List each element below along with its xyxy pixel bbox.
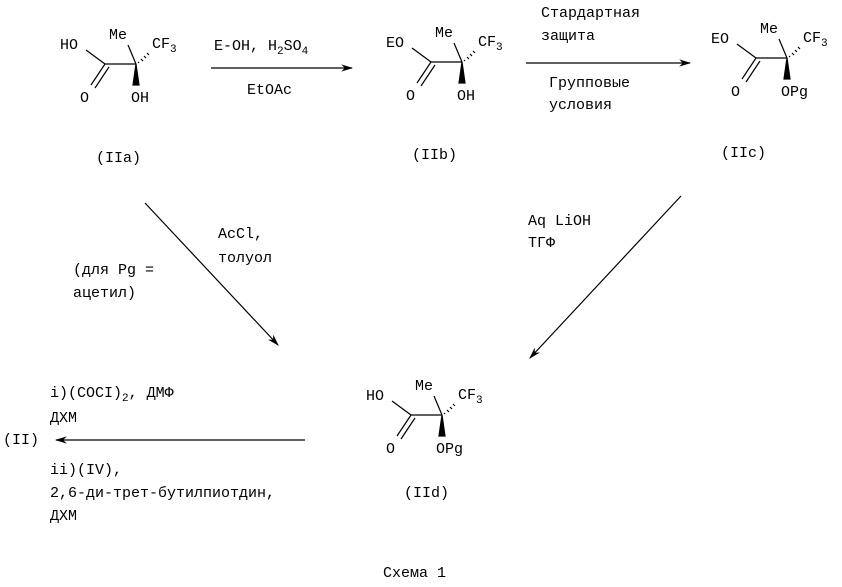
wedge-bond [459,62,465,83]
trifluoromethyl: CF3 [152,36,177,56]
arrow-a-to-d [145,203,278,345]
methyl: Me [760,21,778,38]
bond [392,401,411,415]
bond [128,45,136,64]
carbonyl-oxygen: O [80,90,89,107]
bond [742,58,756,79]
step-c-to-d-line2: ТГФ [528,235,555,252]
compound-IIa: HO Me CF3 O OH [60,27,177,107]
label-IIa: (IIa) [96,150,141,167]
step-a-to-d-reagent1: AcCl, [218,226,263,243]
bond [434,396,442,415]
step-b-to-c-top2: защита [541,28,595,45]
carbonyl-oxygen: O [386,441,395,458]
carbonyl-oxygen: O [406,88,415,105]
compound-IIc: EO Me CF3 O OPg [711,21,828,101]
bond [95,67,109,88]
step-b-to-c-bottom2: условия [549,97,612,114]
compound-IId: HO Me CF3 O OPg [366,378,483,458]
bond [91,64,105,85]
step-a-to-b-solvent: EtOAc [247,82,292,99]
acid-group: EO [386,35,404,52]
bond [417,62,431,83]
bond [401,418,415,439]
hashed-bond [464,51,475,61]
trifluoromethyl: CF3 [803,30,828,50]
product-II: (II) [3,432,39,449]
step-d-line4: 2,6-ди-трет-бутилпиотдин, [50,485,275,502]
hydroxy-group: OPg [436,441,463,458]
step-b-to-c-top1: Стардартная [541,5,640,22]
step-a-to-d-reagent2: толуол [218,250,272,267]
hashed-bond [138,53,149,63]
compound-IIb: EO Me CF3 O OH [386,25,503,105]
hydroxy-group: OH [457,88,475,105]
bond [737,44,756,58]
scheme-caption: Схема 1 [383,565,446,582]
label-IId: (IId) [404,485,449,502]
step-a-to-d-cond2: ацетил) [73,285,136,302]
bond [421,65,435,86]
methyl: Me [415,378,433,395]
bond [86,50,105,64]
hydroxy-group: OH [131,90,149,107]
step-a-to-d-cond1: (для Pg = [73,262,154,279]
bond [746,61,760,82]
bond [454,43,462,62]
carbonyl-oxygen: O [731,84,740,101]
acid-group: EO [711,31,729,48]
label-IIc: (IIc) [721,145,766,162]
acid-group: HO [60,37,78,54]
step-d-line1: i)(COCI)2, ДМФ [50,385,174,405]
trifluoromethyl: CF3 [458,387,483,407]
wedge-bond [784,58,790,79]
label-IIb: (IIb) [412,147,457,164]
step-b-to-c-bottom1: Групповые [549,75,630,92]
step-a-to-b-reagent: E-OH, H2SO4 [214,38,309,58]
hashed-bond [789,47,800,57]
wedge-bond [133,64,139,85]
bond [412,48,431,62]
step-d-line5: ДХМ [50,508,77,525]
hydroxy-group: OPg [781,84,808,101]
acid-group: HO [366,388,384,405]
methyl: Me [435,25,453,42]
bond [397,415,411,436]
wedge-bond [439,415,445,436]
bond [779,39,787,58]
trifluoromethyl: CF3 [478,34,503,54]
step-d-line3: ii)(IV), [50,462,122,479]
step-c-to-d-line1: Aq LiOH [528,213,591,230]
hashed-bond [444,404,455,414]
methyl: Me [109,27,127,44]
step-d-line2: ДХМ [50,410,77,427]
